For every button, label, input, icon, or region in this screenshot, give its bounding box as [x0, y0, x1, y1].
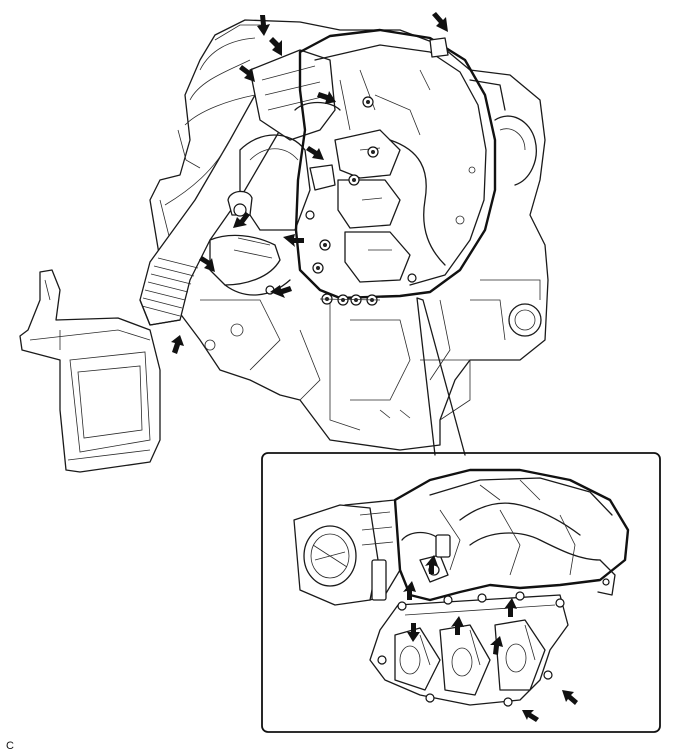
inset-arrow-3 [407, 623, 420, 642]
arrow-10 [270, 285, 292, 298]
air-cleaner-bracket [19, 269, 161, 473]
arrow-2 [257, 15, 270, 36]
arrow-3 [269, 37, 282, 56]
arrow-4 [239, 65, 255, 82]
intake-manifold [294, 28, 497, 306]
arrow-11 [171, 335, 184, 354]
arrow-6 [306, 146, 324, 160]
arrow-5 [317, 91, 336, 104]
inset-manifold-detail [293, 468, 630, 707]
inset-arrow-4 [451, 616, 464, 635]
figure-code-label: C [6, 740, 14, 752]
arrow-1 [432, 12, 448, 32]
throttle-body-assembly [209, 49, 336, 296]
inset-arrow-5 [490, 636, 503, 655]
indicator-arrows-main [171, 12, 448, 354]
inset-arrow-8 [522, 710, 539, 722]
detail-inset-frame [261, 452, 661, 733]
indicator-arrows-inset [403, 555, 578, 722]
leader-line [416, 297, 466, 456]
inset-arrow-6 [504, 598, 517, 617]
inset-arrow-7 [562, 690, 578, 705]
arrow-7 [233, 212, 250, 228]
engine-block [149, 19, 549, 451]
inset-arrow-2 [425, 555, 438, 574]
arrow-9 [199, 256, 215, 272]
arrow-8 [283, 234, 304, 247]
inset-arrow-1 [403, 581, 416, 600]
